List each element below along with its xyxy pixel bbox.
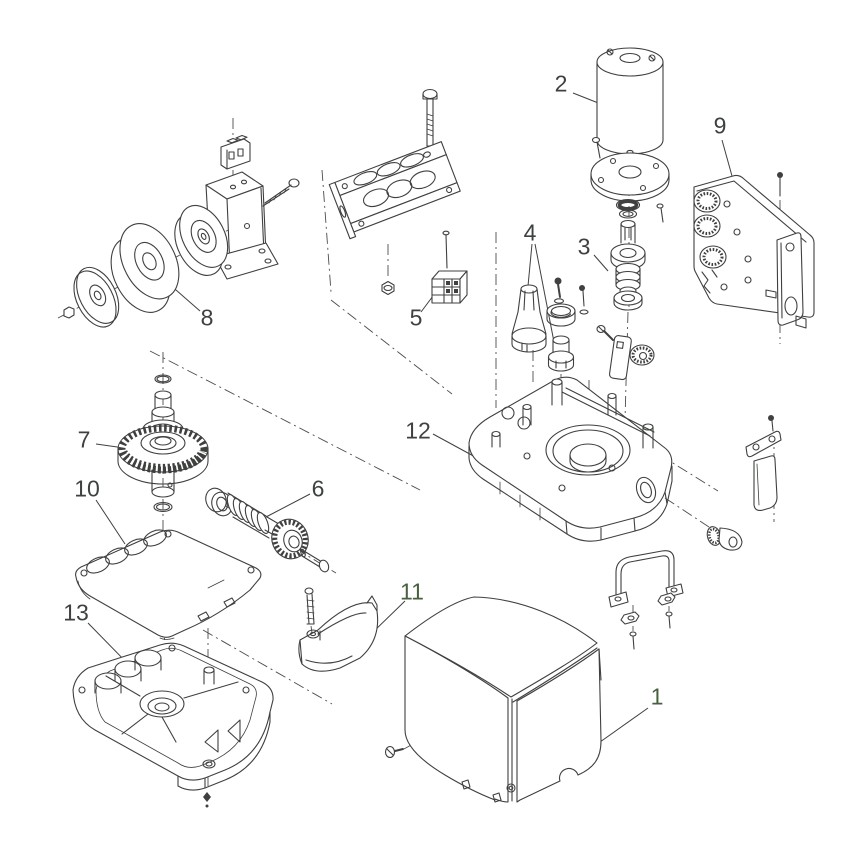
worm-shaft-assembly (205, 487, 330, 573)
callout-3: 3 (577, 233, 591, 260)
flange-screw-right (656, 203, 664, 223)
key-knob (629, 344, 655, 366)
pulley-discs (63, 204, 229, 328)
callout-7: 7 (77, 426, 91, 453)
cover-screw (384, 745, 404, 759)
screw-b (579, 285, 589, 315)
terminal-screw (442, 230, 450, 269)
callout-2: 2 (554, 70, 568, 97)
callout-6: 6 (311, 475, 325, 502)
callout-8: 8 (200, 304, 214, 331)
release-bushing (547, 335, 575, 372)
worm-pin (300, 548, 330, 573)
base-housing (72, 642, 274, 808)
key-plate (608, 335, 632, 381)
release-cone-group (511, 277, 589, 372)
terminal-block (431, 230, 468, 304)
release-cam-knob (706, 526, 743, 551)
flange-screw-left (591, 136, 601, 159)
callout-1: 1 (650, 683, 664, 710)
slide-channel (765, 232, 807, 329)
clamp-screw-a (629, 631, 637, 650)
clamp-b (657, 592, 676, 606)
callout-11: 11 (400, 578, 424, 605)
release-door (753, 455, 778, 511)
base-bosses (94, 649, 162, 694)
door-screw (768, 415, 774, 432)
outer-cover (384, 596, 602, 803)
pulley-bracket-assembly (63, 134, 300, 328)
base-screw (203, 792, 211, 808)
release-door-hardware (706, 415, 782, 551)
clamp-a (620, 611, 640, 625)
release-cone (511, 284, 547, 353)
control-unit (693, 172, 815, 329)
callout-10: 10 (74, 475, 100, 502)
key-screw (596, 324, 614, 341)
capacitor-terminal-block (220, 134, 251, 170)
output-gear-assembly (117, 374, 209, 513)
callout-13: 13 (63, 599, 89, 626)
gearbox-housing (468, 376, 673, 542)
release-key-hardware (596, 324, 655, 381)
gasket (75, 529, 262, 640)
callout-5: 5 (409, 304, 423, 331)
housing-center-ring (545, 424, 631, 476)
curved-guide (298, 587, 379, 672)
mounting-bracket (205, 171, 279, 280)
unit-screw (777, 172, 783, 197)
guide-screw (304, 587, 315, 625)
electric-motor (596, 47, 664, 155)
coil-knobs (693, 189, 727, 269)
housing-posts (491, 378, 654, 449)
long-bolt (422, 88, 438, 147)
callout-12: 12 (405, 417, 431, 444)
clamp-screw-b (665, 611, 673, 629)
callout-4: 4 (523, 219, 537, 246)
mounting-rail (328, 141, 461, 240)
release-cup-ring (546, 303, 576, 327)
lag-screw (262, 178, 300, 207)
u-bracket-group (608, 550, 684, 650)
callout-9: 9 (713, 112, 727, 139)
lock-strip (745, 430, 782, 458)
nut-small (63, 306, 75, 319)
hex-nut (381, 280, 395, 296)
worm-pinion (271, 518, 309, 560)
bearing-shaft-stack (610, 198, 646, 311)
